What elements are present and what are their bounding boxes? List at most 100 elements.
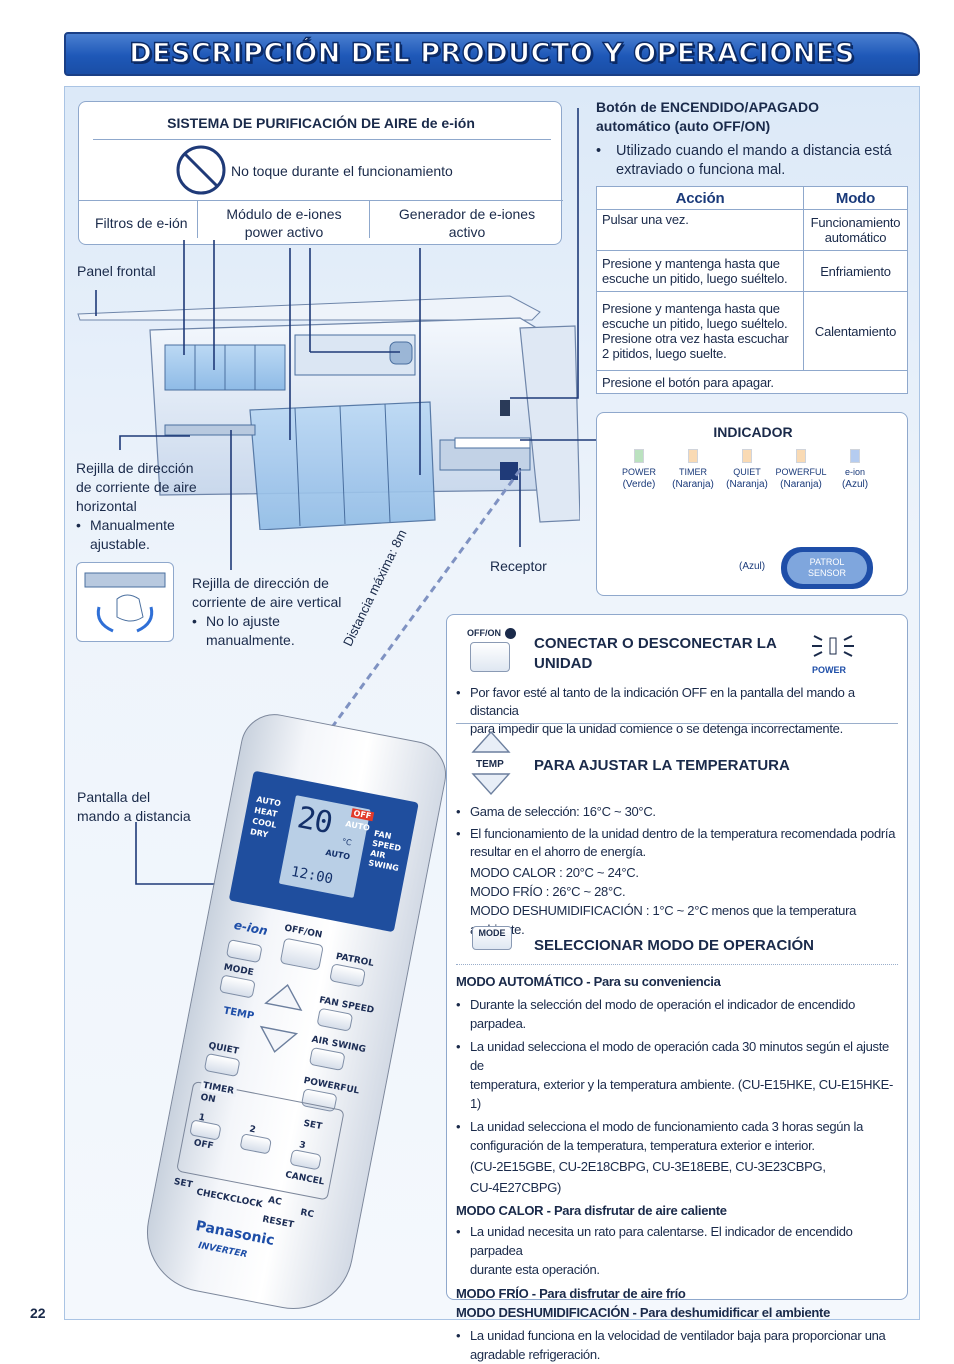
heat-mode-head-bold: MODO CALOR - [456,1203,551,1218]
power-blink-icon [812,635,854,657]
power-label: POWER [812,665,847,675]
temp-notes: Gama de selección: 16°C ~ 30°C. El funci… [456,803,896,939]
hand-adjust-icon [84,572,166,633]
remote-body-rotated: AUTO HEAT COOL DRY 20 °C OFF AUTO AUTO F… [61,685,476,1361]
divider [93,139,551,140]
auto-button-note-line2: extraviado o funciona mal. [616,162,786,178]
heat-mode-head-normal: Para disfrutar de aire caliente [553,1203,727,1218]
divider [456,964,898,965]
auto-button-title: Botón de ENCENDIDO/APAGADO automático (a… [596,98,819,136]
indicator-led-2: QUIET(Naranja) [719,449,775,492]
led-lamp [796,449,806,463]
cell-text: Presione el botón para apagar. [602,374,774,390]
auto-note-3-cont: configuración de la temperatura, tempera… [470,1138,815,1153]
auto-mode-head-bold: MODO AUTOMÁTICO - [456,974,591,989]
auto-note-2: La unidad selecciona el modo de operació… [456,1037,896,1075]
louver-adjust-image [76,562,174,642]
led-name: QUIET [733,467,761,477]
led-color: (Verde) [622,479,656,490]
table-cell: Funcionamiento automático [803,209,908,251]
table-cell: Calentamiento [803,291,908,371]
table-cell: Presione y mantenga hasta que escuche un… [596,291,804,371]
heat-mode-heading: MODO CALOR - Para disfrutar de aire cali… [456,1201,896,1220]
indicator-box: INDICADOR POWER(Verde)TIMER(Naranja)QUIE… [596,412,908,596]
indicator-led-3: POWERFUL(Naranja) [773,449,829,492]
cell-text: Funcionamiento [810,215,901,230]
table-row: Pulsar una vez. Funcionamiento automátic… [596,209,908,251]
eion-module-line1: Módulo de e-iones [226,206,342,222]
temp-arrows-icon [471,730,511,796]
dry-mode-head-bold: MODO DESHUMIDIFICACIÓN - [456,1305,637,1320]
vertical-louver-line1: Rejilla de dirección de [192,575,329,591]
auto-button-title-line1: Botón de ENCENDIDO/APAGADO [596,99,819,115]
divider [456,723,898,724]
horizontal-louver-line1: Rejilla de dirección [76,460,194,476]
connect-note-line1: Por favor esté al tanto de la indicación… [456,684,896,720]
eion-title-bold: SISTEMA DE PURIFICACIÓN DE AIRE [167,115,418,131]
mode-label: MODE [478,928,506,938]
eion-module-label: Módulo de e-iones power activo [209,205,359,241]
horizontal-louver-line3: horizontal [76,498,137,514]
lcd-mode-list: AUTO HEAT COOL DRY [249,794,282,842]
patrol-sensor: PATROL SENSOR [787,552,867,584]
cell-text: escuche un pitido, luego suéltelo. [602,316,788,331]
cell-text: Presione y mantenga hasta que [602,256,780,271]
connect-note: Por favor esté al tanto de la indicación… [456,684,896,738]
warning-text: No toque durante el funcionamiento [231,163,453,179]
cool-mode-head-bold: MODO FRÍO - [456,1286,536,1301]
front-panel-label: Panel frontal [77,263,156,279]
indicator-led-0: POWER(Verde) [611,449,667,492]
offon-label: OFF/ON [467,628,501,638]
temp-title: PARA AJUSTAR LA TEMPERATURA [534,757,790,774]
cell-text: Enfriamiento [820,263,891,279]
mode-title: SELECCIONAR MODO DE OPERACIÓN [534,937,815,954]
cell-text: escuche un pitido, luego suéltelo. [602,271,788,286]
vertical-louver-bullet-cont: manualmente. [206,632,295,648]
eion-generator-line2: activo [448,224,486,240]
cool-mode-heading: MODO FRÍO - Para disfrutar de aire frío [456,1284,896,1303]
led-name: TIMER [679,467,707,477]
air-conditioner-illustration [77,295,580,530]
led-row: POWER(Verde)TIMER(Naranja)QUIET(Naranja)… [611,449,901,503]
led-lamp [742,449,752,463]
lcd-fan-list: FAN SPEED AIR SWING [367,829,405,874]
led-lamp [688,449,698,463]
remote-display-line2: mando a distancia [77,808,191,824]
cool-mode-head-normal: Para disfrutar de aire frío [539,1286,686,1301]
auto-note-2-cont: temperatura, exterior y la temperatura a… [470,1077,894,1111]
remote-display-line1: Pantalla del [77,789,151,805]
no-touch-icon [176,145,226,195]
remote-temp-arrows[interactable] [253,977,308,1063]
auto-button-table: Acción Modo Pulsar una vez. Funcionamien… [596,186,908,394]
auto-mode-head-normal: Para su conveniencia [593,974,721,989]
remote-display-label: Pantalla del mando a distancia [77,788,191,826]
dry-note-1-cont: agradable refrigeración. [470,1347,601,1362]
dry-mode-heading: MODO DESHUMIDIFICACIÓN - Para deshumidif… [456,1303,896,1322]
heat-note-1: La unidad necesita un rato para calentar… [456,1222,896,1260]
led-lamp [850,449,860,463]
cell-text: Pulsar una vez. [602,212,689,227]
connect-title-line2: UNIDAD [534,655,593,672]
temp-label: TEMP [476,759,504,770]
patrol-color-label: (Azul) [739,561,766,572]
connect-note-line2: para impedir que la unidad comience o se… [470,721,843,736]
divider [369,200,370,238]
eion-generator-label: Generador de e-iones activo [377,205,557,241]
temp-note-1: Gama de selección: 16°C ~ 30°C. [456,803,896,821]
patrol-line1: PATROL [809,557,845,567]
eion-module-line2: power activo [244,224,324,240]
temp-note-2-cont: resultar en el ahorro de energía. [470,844,646,859]
horizontal-louver-bullet: Manualmente [76,516,226,535]
page-number: 22 [30,1305,46,1321]
operations-box [446,614,908,1300]
horizontal-louver-label: Rejilla de dirección de corriente de air… [76,459,226,554]
cell-text: Presione otra vez hasta escuchar [602,331,789,346]
connect-title: CONECTAR O DESCONECTAR LA UNIDAD [534,634,777,674]
table-row: Presione y mantenga hasta que escuche un… [596,291,908,371]
temp-note-2: El funcionamiento de la unidad dentro de… [456,825,896,843]
horizontal-louver-bullet-cont: ajustable. [90,536,150,552]
patrol-line2: SENSOR [807,568,846,578]
table-cell: Pulsar una vez. [596,209,804,251]
title-banner: DESCRIPCIÓN DEL PRODUCTO Y OPERACIONES [64,32,920,76]
